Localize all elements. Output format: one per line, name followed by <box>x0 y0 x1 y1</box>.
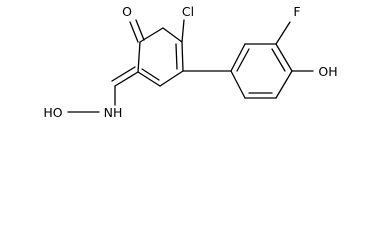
bond-c3-c4-double <box>175 43 178 70</box>
bond-ar3-ar4-double <box>271 48 286 72</box>
aminomethylidene-group: NH HO <box>43 66 139 120</box>
bond-ar3-ar4 <box>275 43 293 72</box>
chemical-structure: O Cl NH HO F OH <box>43 4 338 120</box>
bond-fluorine <box>275 21 291 45</box>
hydroxyl-substituent: OH <box>291 64 338 79</box>
bond-chlorine <box>181 19 185 43</box>
bond-ar4-ar5 <box>275 70 293 99</box>
fluorohydroxyphenyl-ring <box>230 43 293 99</box>
amine-nitrogen-label: NH <box>104 105 123 120</box>
fluoro-substituent: F <box>275 4 301 45</box>
bond-c3-c4 <box>181 41 184 72</box>
carbonyl-oxygen-label: O <box>122 4 132 19</box>
bond-ar1-ar2 <box>230 43 246 72</box>
bond-carbonyl-1 <box>129 21 139 43</box>
chlorine-label: Cl <box>182 4 194 19</box>
carbonyl-group: O <box>122 4 145 43</box>
cyclohexadienone-ring <box>137 27 184 87</box>
bond-ar6-ar1 <box>230 70 246 99</box>
bond-c6-c1 <box>137 41 141 73</box>
bond-carbonyl-2 <box>135 19 145 41</box>
bond-c5-c6 <box>137 71 161 87</box>
chloro-substituent: Cl <box>181 4 194 43</box>
bond-c5-c6-double <box>141 68 160 81</box>
fluorine-label: F <box>293 4 300 19</box>
bond-c2-c3 <box>162 27 183 43</box>
oxime-oxygen-label: HO <box>43 105 62 120</box>
bond-exocyclic-1 <box>114 71 139 87</box>
bond-ar1-ar2-double <box>236 48 250 72</box>
bond-c4-c5 <box>159 70 184 87</box>
bond-exocyclic-2 <box>111 66 136 82</box>
hydroxyl-label: OH <box>318 64 337 79</box>
